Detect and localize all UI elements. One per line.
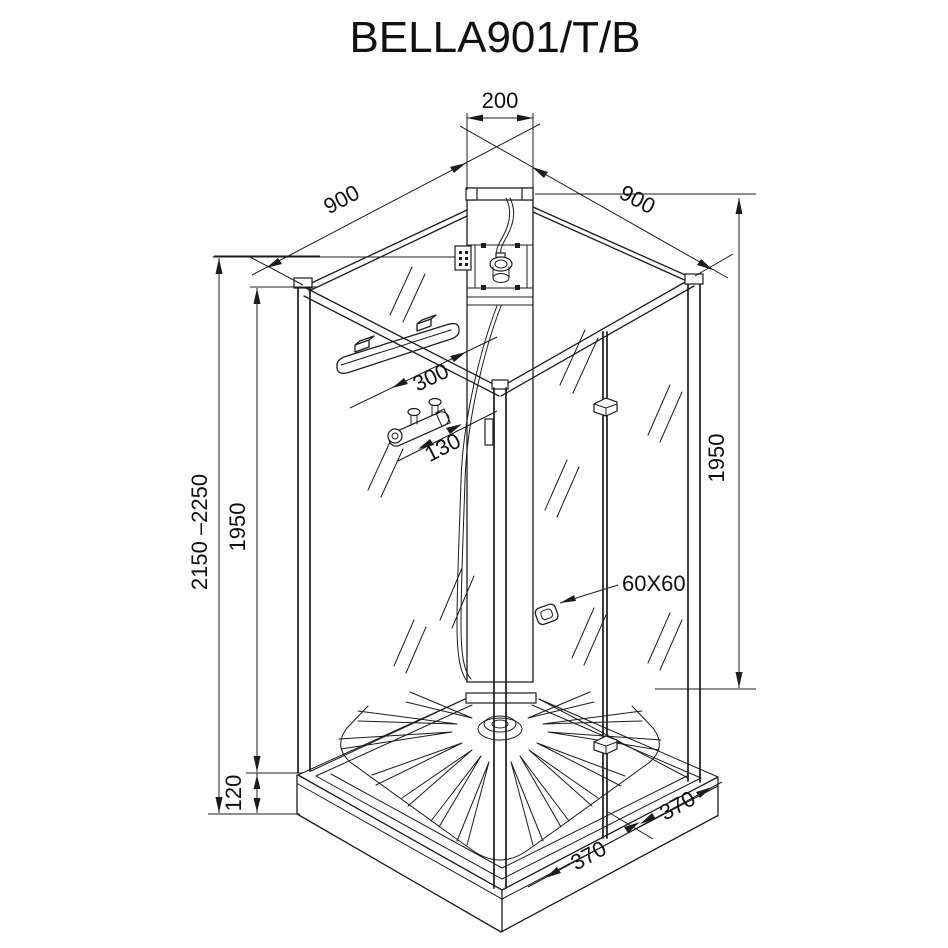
frame-posts bbox=[293, 273, 704, 783]
door-hinge-bottom bbox=[593, 735, 618, 755]
dim-shelf-width: 300 bbox=[409, 358, 453, 397]
column-base bbox=[465, 692, 537, 704]
mixer-tap bbox=[387, 397, 451, 447]
shower-head bbox=[489, 197, 515, 283]
dim-left-top-width: 900 bbox=[319, 180, 363, 219]
dim-bottom-front-left: 370 bbox=[566, 836, 610, 876]
shower-hose bbox=[456, 305, 502, 682]
control-panel bbox=[212, 245, 472, 271]
left-post-cap bbox=[293, 277, 313, 289]
label-handle-size: 60X60 bbox=[622, 571, 686, 596]
door-hinge-top bbox=[593, 397, 618, 417]
shower-column bbox=[212, 186, 537, 704]
glass-reflections bbox=[367, 266, 683, 674]
dim-bottom-front-right: 370 bbox=[655, 786, 699, 826]
dim-top-column-width: 200 bbox=[482, 88, 519, 113]
right-post-cap bbox=[684, 273, 704, 285]
dim-right-glass-height: 1950 bbox=[704, 434, 729, 483]
dim-overall-height: 2150 –2250 bbox=[187, 474, 212, 590]
dim-mixer-width: 130 bbox=[421, 428, 465, 467]
shower-tray bbox=[296, 691, 719, 933]
hose-bracket bbox=[484, 418, 494, 446]
dim-tray-height: 120 bbox=[221, 775, 246, 812]
door-handle bbox=[534, 603, 559, 626]
drain-cap bbox=[477, 715, 523, 741]
dimension-annotations: 200 900 900 2150 –2250 1950 1950 300 130… bbox=[187, 88, 756, 888]
front-corner-post bbox=[491, 379, 509, 889]
glass-shelf bbox=[336, 314, 460, 374]
shelf-clip-left bbox=[354, 335, 375, 353]
tray-grooves bbox=[338, 691, 662, 846]
dim-right-top-width: 900 bbox=[615, 180, 659, 219]
drawing-title: BELLA901/T/B bbox=[349, 13, 640, 62]
shelf-clip-right bbox=[416, 314, 437, 332]
dim-left-glass-height: 1950 bbox=[225, 503, 250, 552]
